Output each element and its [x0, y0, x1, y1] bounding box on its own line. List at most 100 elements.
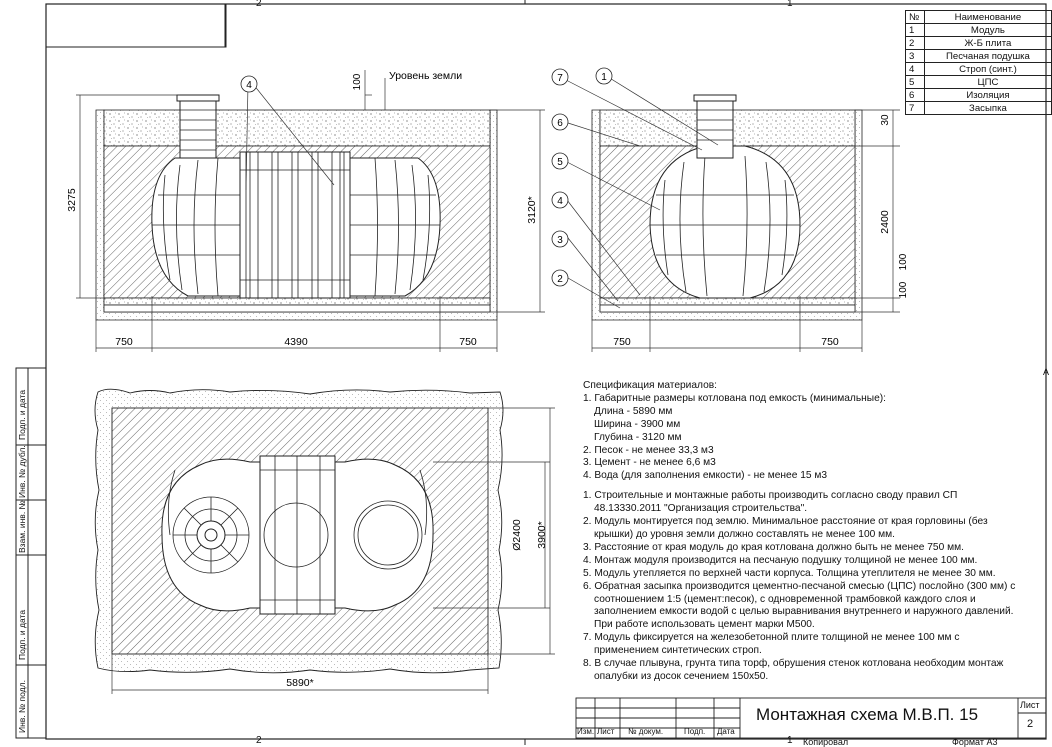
- sheet-frame: [15, 0, 1047, 745]
- callout-2: 2: [557, 274, 563, 285]
- spec-width: Ширина - 3900 мм: [594, 418, 681, 430]
- zone-bottom-left: 2: [256, 735, 262, 746]
- format-label: Формат А3: [952, 737, 998, 747]
- callout-6: 6: [557, 118, 563, 129]
- side-label-replace-inv: Взам. инв. №: [17, 500, 27, 553]
- legend-name: Засыпка: [923, 101, 1052, 115]
- legend-name: Строп (синт.): [923, 62, 1052, 76]
- legend-name: Модуль: [923, 23, 1052, 37]
- spec-cement: 3. Цемент - не менее 6,6 м3: [583, 457, 716, 469]
- dim-side-750-left: 750: [613, 336, 631, 348]
- callout-4-left-text: 4: [246, 80, 252, 91]
- dim-d2400: Ø2400: [511, 519, 523, 551]
- legend-num: 1: [905, 23, 925, 37]
- note-6-cont-1: соотношением 1:5 (цемент:песок), с однов…: [594, 593, 976, 605]
- callout-4-left: [240, 75, 258, 93]
- legend-header-num: №: [905, 10, 925, 24]
- legend-num: 5: [905, 75, 925, 89]
- zone-top-left: 2: [256, 0, 262, 9]
- front-section-view: 4 Уровень земли 100 3275 3120* 750 4390 …: [66, 70, 545, 352]
- zone-bottom-right: 1: [787, 735, 793, 746]
- dim-100-a: 100: [898, 253, 909, 270]
- note-2: 2. Модуль монтируется под землю. Минимал…: [583, 516, 988, 528]
- note-4: 4. Монтаж модуля производится на песчану…: [583, 554, 978, 566]
- col-date: Дата: [717, 727, 735, 736]
- note-5: 5. Модуль утепляется по верхней части ко…: [583, 567, 996, 579]
- sheet-number: 2: [1027, 718, 1034, 730]
- callout-1: 1: [601, 72, 607, 83]
- note-7-cont: применением синтетических строп.: [594, 645, 762, 657]
- side-label-orig-inv: Инв. № подл.: [17, 680, 27, 733]
- title-block: [575, 697, 1047, 739]
- callout-4: 4: [557, 196, 563, 207]
- side-section-view: 7 1 6 5 4 3 2 30 2400 100 100 750 750: [551, 67, 909, 352]
- spec-depth: Глубина - 3120 мм: [594, 431, 682, 443]
- side-label-sign-date-2: Подп. и дата: [17, 609, 27, 660]
- col-doc: № докум.: [628, 727, 664, 736]
- dim-3900: 3900*: [536, 521, 548, 548]
- copied-label: Копировал: [803, 737, 849, 747]
- col-sheet: Лист: [597, 727, 615, 736]
- dim-30: 30: [880, 114, 891, 126]
- dim-750-left: 750: [115, 336, 133, 348]
- legend-header: № Наименование: [905, 10, 1052, 24]
- col-sign: Подп.: [684, 727, 706, 736]
- dim-3275: 3275: [66, 188, 78, 212]
- side-callouts: 7 1 6 5 4 3 2: [557, 72, 607, 285]
- legend-name: Песчаная подушка: [923, 49, 1052, 63]
- ground-level-label: Уровень земли: [389, 70, 462, 82]
- dim-2400: 2400: [879, 210, 891, 234]
- legend-num: 2: [905, 36, 925, 50]
- callout-5: 5: [557, 157, 563, 168]
- dim-100-b: 100: [898, 281, 909, 298]
- col-change: Изм.: [577, 727, 595, 736]
- legend-name: Изоляция: [923, 88, 1052, 102]
- dim-4390: 4390: [284, 336, 308, 348]
- dim-side-750-right: 750: [821, 336, 839, 348]
- note-6-cont-2: заполнением емкости водой с целью выравн…: [594, 606, 1014, 618]
- legend-name: ЦПС: [923, 75, 1052, 89]
- drawing-title: Монтажная схема М.В.П. 15: [756, 705, 979, 724]
- dim-750-right: 750: [459, 336, 477, 348]
- note-8-cont: опалубки из досок сечением 150х50.: [594, 670, 769, 682]
- callout-7: 7: [557, 73, 563, 84]
- spec-sand: 2. Песок - не менее 33,3 м3: [583, 444, 714, 456]
- side-label-dup-inv: Инв. № дубл.: [17, 445, 27, 498]
- note-6-cont-3: При работе использовать цемент марки М50…: [594, 619, 815, 631]
- legend-num: 4: [905, 62, 925, 76]
- legend-num: 3: [905, 49, 925, 63]
- spec-water: 4. Вода (для заполнения емкости) - не ме…: [583, 470, 828, 482]
- spec-length: Длина - 5890 мм: [594, 405, 673, 417]
- plan-view: Ø2400 3900* 5890*: [94, 388, 555, 694]
- spec-line: 1. Габаритные размеры котлована под емко…: [583, 392, 887, 404]
- sheet-label: Лист: [1020, 700, 1040, 710]
- specification-notes: Спецификация материалов: 1. Габаритные р…: [583, 380, 1045, 684]
- dim-5890: 5890*: [286, 677, 313, 689]
- note-7: 7. Модуль фиксируется на железобетонной …: [583, 632, 960, 644]
- side-label-sign-date: Подп. и дата: [17, 389, 27, 440]
- dim-100-top: 100: [352, 73, 363, 90]
- zone-top-right: 1: [787, 0, 793, 9]
- legend-num: 6: [905, 88, 925, 102]
- dim-3120: 3120*: [526, 196, 538, 223]
- spec-title: Спецификация материалов:: [583, 380, 718, 391]
- legend-num: 7: [905, 101, 925, 115]
- legend-name: Ж-Б плита: [923, 36, 1052, 50]
- legend-header-name: Наименование: [923, 10, 1052, 24]
- zone-side: А: [1043, 367, 1050, 377]
- note-1-cont: 48.13330.2011 "Организация строительства…: [594, 503, 808, 515]
- note-8: 8. В случае плывуна, грунта типа торф, о…: [583, 658, 1004, 670]
- note-6: 6. Обратная засыпка производится цементн…: [583, 580, 1016, 592]
- callout-3: 3: [557, 235, 563, 246]
- note-3: 3. Расстояние от края модуль до края кот…: [583, 541, 964, 553]
- note-2-cont: крышки) до уровня земли должно составлят…: [594, 528, 895, 540]
